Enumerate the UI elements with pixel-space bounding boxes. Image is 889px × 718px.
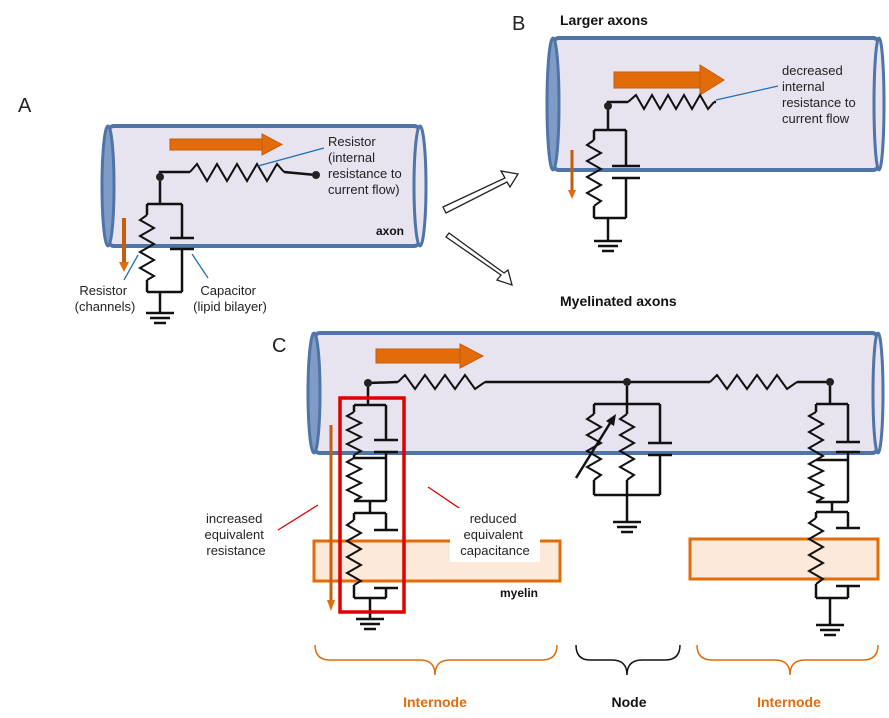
membrane-circuit-b	[584, 110, 640, 253]
myelin-sheath-right	[688, 537, 880, 581]
label-resistor-internal: Resistor (internal resistance to current…	[328, 134, 405, 197]
label-reduced-capacitance: reduced equivalent capacitance	[460, 511, 529, 558]
callout-line-channels-a	[123, 254, 139, 281]
label-decreased-resistance: decreased internal resistance to current…	[782, 63, 859, 126]
panel-c: C Myelinated axons myelin	[205, 293, 885, 710]
brace-node	[575, 644, 681, 676]
label-myelin: myelin	[500, 586, 538, 600]
label-reduced-background	[450, 508, 540, 562]
internode-circuit-right	[806, 386, 860, 637]
highlight-box-internode	[338, 396, 406, 614]
current-flow-arrow-c	[375, 343, 485, 369]
panel-a: A	[18, 95, 428, 325]
panel-label-a: A	[18, 95, 32, 117]
transition-arrows	[442, 170, 520, 286]
channel-current-arrow-b	[568, 150, 576, 199]
node-circuit	[574, 386, 672, 534]
title-myelinated-axons: Myelinated axons	[560, 293, 677, 309]
callout-line-resistor-a	[257, 147, 325, 167]
label-node: Node	[612, 694, 647, 710]
panel-label-c: C	[272, 335, 286, 357]
panel-label-b: B	[512, 13, 525, 35]
axon-cylinder-a	[100, 124, 428, 248]
label-resistor-channels: Resistor (channels)	[75, 283, 136, 314]
brace-internode-right	[696, 644, 879, 676]
label-capacitor: Capacitor (lipid bilayer)	[193, 283, 267, 314]
label-internode-right: Internode	[757, 694, 821, 710]
internode-circuit-left	[344, 387, 398, 631]
callout-line-increased	[277, 504, 319, 531]
callout-line-decreased-b	[715, 85, 779, 101]
leak-current-arrow-c	[327, 425, 335, 611]
callout-line-capacitor-a	[191, 253, 209, 279]
axon-cylinder-b	[545, 36, 886, 172]
axial-resistors-c	[364, 373, 834, 391]
title-larger-axons: Larger axons	[560, 12, 648, 28]
internal-resistor-a	[156, 162, 320, 183]
callout-line-reduced	[427, 486, 463, 511]
internal-resistor-b	[604, 92, 716, 112]
brace-internode-left	[314, 644, 558, 676]
channel-current-arrow-a	[119, 218, 129, 272]
label-internode-left: Internode	[403, 694, 467, 710]
current-flow-arrow-a	[169, 133, 284, 156]
membrane-circuit-a	[137, 181, 194, 325]
label-increased-resistance: increased equivalent resistance	[205, 511, 268, 558]
panel-b: B Larger axons	[512, 12, 886, 253]
current-flow-arrow-b	[613, 64, 725, 96]
label-axon: axon	[376, 224, 404, 238]
